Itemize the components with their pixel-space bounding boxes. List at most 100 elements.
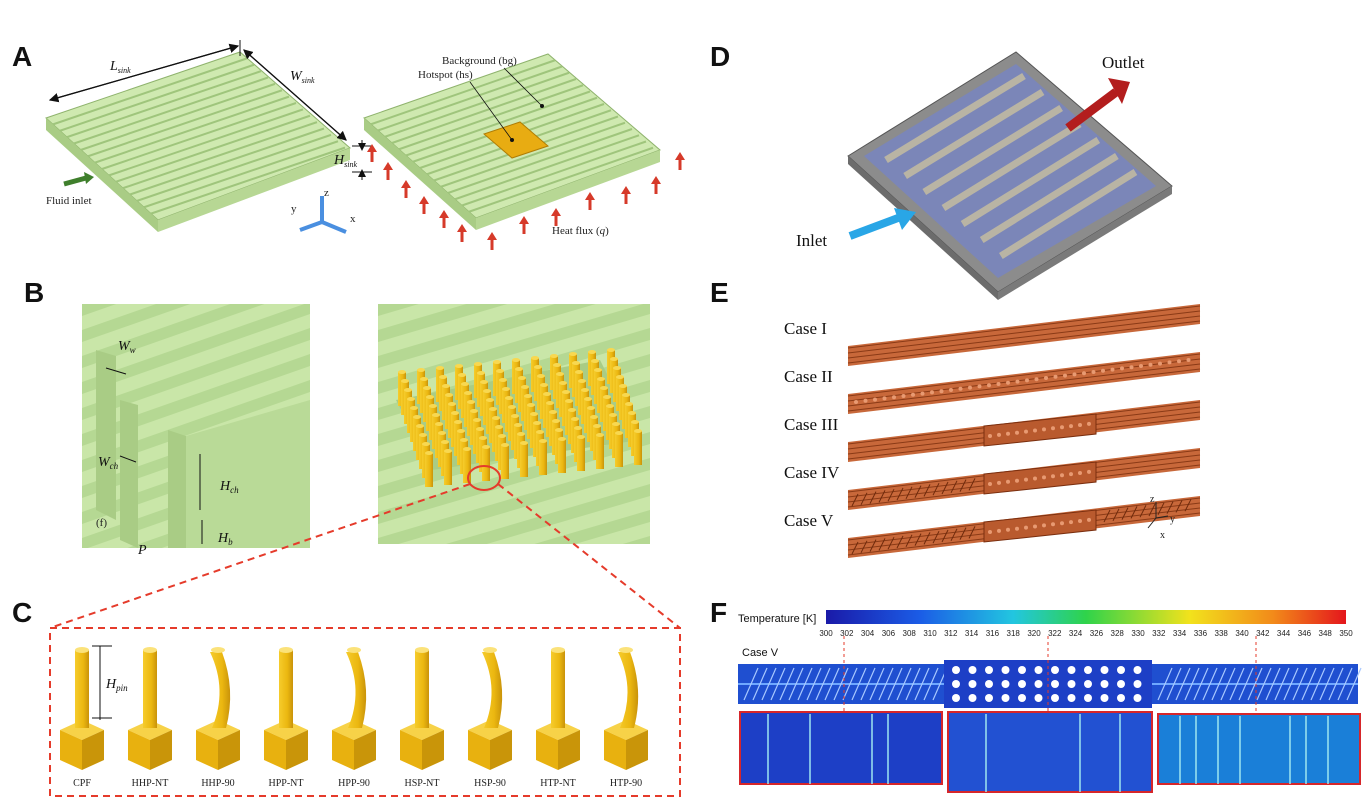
colorbar-tick-label: 342 <box>1256 629 1270 638</box>
background-label: Background (bg) <box>442 55 517 67</box>
pin-hpp-90: HPP-90 <box>332 647 376 789</box>
inlet-label: Inlet <box>796 231 827 250</box>
case-3: Case III <box>784 400 1201 462</box>
panel-label-f: F <box>710 597 727 628</box>
pin-label: HSP-90 <box>474 778 506 789</box>
colorbar-tick-label: 338 <box>1215 629 1229 638</box>
pin-label: HTP-NT <box>540 778 576 789</box>
pin-label: HTP-90 <box>610 778 642 789</box>
temperature-contours <box>739 711 1361 793</box>
h-b-label: Hb <box>217 531 233 547</box>
panel-b-pin-fin-region <box>378 304 650 544</box>
case-label: Case I <box>784 319 827 338</box>
w-sink-label: Wsink <box>290 69 315 85</box>
panel-a-heat-sink-left <box>45 51 351 232</box>
pin-label: HSP-NT <box>404 778 439 789</box>
colorbar-tick-label: 314 <box>965 629 979 638</box>
panel-label-a: A <box>12 41 32 72</box>
case-v-label: Case V <box>742 647 779 659</box>
case-4: Case IV <box>784 448 1201 510</box>
colorbar-tick-label: 322 <box>1048 629 1062 638</box>
pin-label: CPF <box>73 778 91 789</box>
panel-label-d: D <box>710 41 730 72</box>
colorbar-tick-label: 334 <box>1173 629 1187 638</box>
pin-label: HHP-90 <box>201 778 234 789</box>
colorbar-tick-label: 318 <box>1007 629 1021 638</box>
pin-cpf: CPF <box>60 647 104 789</box>
colorbar-tick-label: 300 <box>819 629 833 638</box>
w-ch-label: Wch <box>98 455 119 471</box>
panel-e-cases: Case I Case II Case III Case IV Case V <box>784 304 1201 558</box>
h-ch-label: Hch <box>219 479 239 495</box>
colorbar-tick-label: 304 <box>861 629 875 638</box>
e-axis-x-label: x <box>1160 530 1165 541</box>
panel-label-b: B <box>24 277 44 308</box>
panel-label-c: C <box>12 597 32 628</box>
hotspot-label: Hotspot (hs) <box>418 69 473 81</box>
case-label: Case II <box>784 367 833 386</box>
fluid-inlet-arrow <box>63 175 87 187</box>
case-label: Case III <box>784 415 839 434</box>
panel-d-cold-plate <box>847 51 1173 300</box>
f-label: (f) <box>96 517 107 529</box>
pin-htp-nt: HTP-NT <box>536 647 580 789</box>
e-axis-y-label: y <box>1170 514 1175 525</box>
colorbar-tick-label: 340 <box>1235 629 1249 638</box>
case-label: Case IV <box>784 463 840 482</box>
pin-hhp-nt: HHP-NT <box>128 647 172 789</box>
colorbar-tick-label: 328 <box>1111 629 1125 638</box>
outlet-label: Outlet <box>1102 53 1145 72</box>
panel-b-channel-closeup <box>82 304 310 548</box>
colorbar-tick-label: 306 <box>882 629 896 638</box>
pin-types-box <box>49 627 681 797</box>
case-5: Case V <box>784 496 1201 558</box>
pin-label: HPP-90 <box>338 778 370 789</box>
colorbar-tick-label: 308 <box>903 629 917 638</box>
h-pin-label: Hpin <box>105 677 128 693</box>
colorbar-tick-label: 332 <box>1152 629 1166 638</box>
pin-label: HHP-NT <box>132 778 169 789</box>
axes-triad-e <box>1147 502 1169 529</box>
heat-flux-arrows <box>367 144 685 250</box>
case-2: Case II <box>784 352 1201 414</box>
colorbar-tick-label: 348 <box>1319 629 1333 638</box>
axis-x-label: x <box>350 213 356 225</box>
pin-hsp-90: HSP-90 <box>468 647 512 789</box>
pin-hsp-nt: HSP-NT <box>400 647 444 789</box>
p-label: P <box>137 543 147 558</box>
colorbar-tick-label: 326 <box>1090 629 1104 638</box>
pin-highlight-circle <box>467 465 501 491</box>
colorbar-tick-label: 324 <box>1069 629 1083 638</box>
panel-label-e: E <box>710 277 729 308</box>
pin-hhp-90: HHP-90 <box>196 647 240 789</box>
temperature-colorbar <box>826 610 1346 624</box>
colorbar-tick-label: 336 <box>1194 629 1208 638</box>
heat-flux-label: Heat flux (q) <box>552 225 609 237</box>
h-sink-label: Hsink <box>333 153 357 169</box>
colorbar-tick-label: 346 <box>1298 629 1312 638</box>
colorbar-tick-label: 320 <box>1027 629 1041 638</box>
axes-triad-a <box>299 196 347 234</box>
fluid-inlet-label: Fluid inlet <box>46 195 92 207</box>
case-1: Case I <box>784 304 1201 366</box>
colorbar-tick-label: 350 <box>1339 629 1353 638</box>
panel-a-heat-sink-right <box>363 53 661 230</box>
pin-htp-90: HTP-90 <box>604 647 648 789</box>
axis-z-label: z <box>324 187 329 199</box>
colorbar-tick-label: 302 <box>840 629 854 638</box>
l-sink-label: Lsink <box>109 59 131 75</box>
zoom-line-left <box>49 483 471 629</box>
colorbar-title: Temperature [K] <box>738 613 816 625</box>
w-w-label: Ww <box>118 339 136 355</box>
pin-label: HPP-NT <box>268 778 303 789</box>
inlet-arrow <box>848 208 916 240</box>
colorbar-tick-label: 310 <box>923 629 937 638</box>
colorbar-tick-label: 312 <box>944 629 958 638</box>
hotspot-region <box>483 121 549 159</box>
e-axis-z-label: z <box>1150 494 1155 505</box>
section-markers <box>843 636 1257 712</box>
outlet-arrow <box>1065 78 1130 132</box>
pin-hpp-nt: HPP-NT <box>264 647 308 789</box>
